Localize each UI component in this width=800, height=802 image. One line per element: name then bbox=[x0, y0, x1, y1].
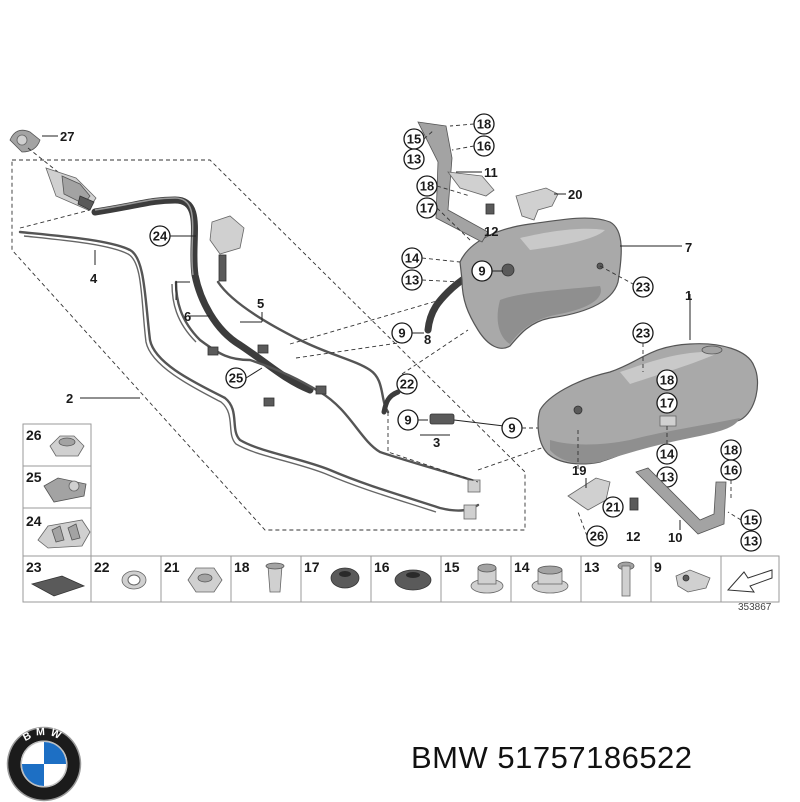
fuel-tank-main-1 bbox=[537, 343, 759, 465]
label-10: 10 bbox=[668, 530, 682, 545]
tank-strap-10 bbox=[635, 467, 727, 535]
assembly-frame bbox=[11, 159, 526, 531]
label-16-b: 16 bbox=[724, 463, 738, 478]
label-9-c: 9 bbox=[404, 413, 411, 428]
filler-neck bbox=[45, 167, 97, 211]
label-19: 19 bbox=[572, 463, 586, 478]
label-6: 6 bbox=[184, 309, 191, 324]
fuel-line-6 bbox=[174, 280, 480, 484]
label-13-c: 13 bbox=[660, 470, 674, 485]
legend-bottom-0: 23 bbox=[26, 559, 42, 575]
bolt-12-b bbox=[629, 497, 639, 511]
legend-bottom-1: 22 bbox=[94, 559, 110, 575]
legend-bottom-4: 17 bbox=[304, 559, 320, 575]
label-23-b: 23 bbox=[636, 326, 650, 341]
label-7: 7 bbox=[685, 240, 692, 255]
label-1: 1 bbox=[685, 288, 692, 303]
label-23-a: 23 bbox=[636, 280, 650, 295]
fuel-line-5 bbox=[216, 280, 390, 414]
fuel-tank-upper-7 bbox=[459, 217, 622, 349]
legend-bottom-6: 15 bbox=[444, 559, 460, 575]
legend-bottom-8: 13 bbox=[584, 559, 600, 575]
vent-hose-24 bbox=[91, 196, 314, 394]
label-21: 21 bbox=[606, 500, 620, 515]
label-14-a: 14 bbox=[405, 251, 420, 266]
caption-brand: BMW bbox=[411, 740, 489, 775]
label-13-d: 13 bbox=[744, 534, 758, 549]
label-24: 24 bbox=[153, 229, 168, 244]
label-9-d: 9 bbox=[508, 421, 515, 436]
label-18-a: 18 bbox=[477, 117, 491, 132]
legend-bottom-5: 16 bbox=[374, 559, 390, 575]
label-9-a: 9 bbox=[478, 264, 485, 279]
label-15-a: 15 bbox=[407, 132, 421, 147]
label-26: 26 bbox=[590, 529, 604, 544]
label-18-b: 18 bbox=[420, 179, 434, 194]
label-17-a: 17 bbox=[420, 201, 434, 216]
legend-bottom-9: 9 bbox=[654, 559, 662, 575]
label-3: 3 bbox=[433, 435, 440, 450]
bmw-logo: BMW bbox=[6, 726, 82, 802]
label-9-b: 9 bbox=[398, 326, 405, 341]
label-8: 8 bbox=[424, 332, 431, 347]
legend-bottom-3: 18 bbox=[234, 559, 250, 575]
label-17-b: 17 bbox=[660, 396, 674, 411]
legend-side-0: 26 bbox=[26, 427, 42, 443]
caption-part-number: 51757186522 bbox=[497, 740, 693, 775]
legend-side: 26 25 24 bbox=[22, 423, 92, 557]
hose-piece-3 bbox=[429, 413, 455, 425]
bracket-20 bbox=[515, 187, 559, 221]
label-12-b: 12 bbox=[626, 529, 640, 544]
label-13-a: 13 bbox=[407, 152, 421, 167]
label-4: 4 bbox=[90, 271, 98, 286]
label-13-b: 13 bbox=[405, 273, 419, 288]
legend-side-1: 25 bbox=[26, 469, 42, 485]
label-2: 2 bbox=[66, 391, 73, 406]
legend-side-2: 24 bbox=[26, 513, 42, 529]
label-27: 27 bbox=[60, 129, 74, 144]
legend-bottom-2: 21 bbox=[164, 559, 180, 575]
label-22: 22 bbox=[400, 377, 414, 392]
filler-cap-27 bbox=[9, 129, 41, 153]
tank-strap-11 bbox=[417, 121, 495, 243]
part-caption: BMW 51757186522 bbox=[411, 740, 791, 780]
label-18-d: 18 bbox=[724, 443, 738, 458]
label-18-c: 18 bbox=[660, 373, 674, 388]
label-16-a: 16 bbox=[477, 139, 491, 154]
label-11: 11 bbox=[484, 165, 498, 180]
label-14-b: 14 bbox=[660, 447, 675, 462]
label-20: 20 bbox=[568, 187, 582, 202]
canister-connector bbox=[209, 215, 245, 282]
legend-bottom-7: 14 bbox=[514, 559, 530, 575]
drawing-number: 353867 bbox=[738, 602, 772, 613]
label-5: 5 bbox=[257, 296, 264, 311]
label-12-a: 12 bbox=[484, 224, 498, 239]
bolt-12-a bbox=[485, 203, 495, 215]
legend-bottom: 23 22 21 18 17 16 15 14 13 9 bbox=[22, 555, 780, 603]
label-25: 25 bbox=[229, 371, 243, 386]
label-15-b: 15 bbox=[744, 513, 758, 528]
fuel-line-4 bbox=[18, 230, 480, 512]
